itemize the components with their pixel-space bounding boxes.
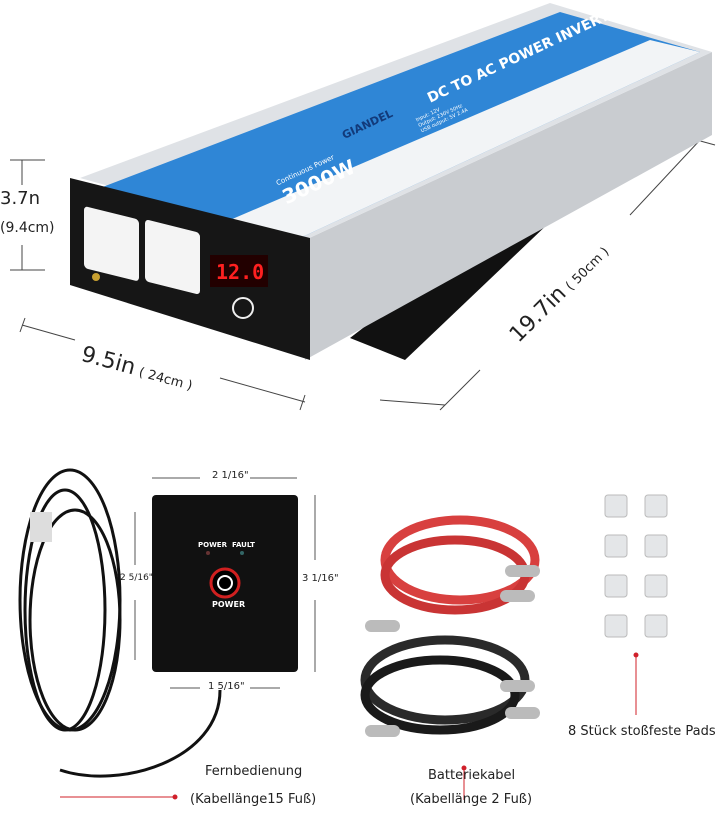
voltage-display: 12.0 [216, 260, 265, 284]
remote-power-label: POWER [212, 600, 246, 609]
battery-caption: Batteriekabel [428, 768, 516, 783]
cable-terminals [365, 565, 540, 737]
remote-height-inner: 2 5/16" [120, 573, 153, 583]
inverter [70, 3, 712, 360]
remote-control [152, 495, 298, 672]
rj-plug [30, 512, 52, 542]
remote-cable-caption: (Kabellänge15 Fuß) [190, 792, 317, 807]
remote-width: 2 1/16" [212, 470, 249, 481]
remote-height-outer: 3 1/16" [302, 573, 339, 584]
callout-markers [60, 652, 639, 800]
remote-cable [18, 468, 222, 778]
remote-caption: Fernbedienung [205, 764, 303, 779]
battery-cable-caption: (Kabellänge 2 Fuß) [410, 792, 533, 807]
led-fault-label: FAULT [232, 541, 255, 549]
remote-dimension-lines [134, 477, 316, 689]
remote-bottom: 1 5/16" [208, 681, 245, 692]
height-in: 3.7n [0, 188, 41, 209]
pads [604, 494, 668, 638]
led-power-label: POWER [198, 541, 227, 549]
height-cm: (9.4cm) [0, 220, 55, 236]
pads-caption: 8 Stück stoßfeste Pads [568, 724, 716, 739]
